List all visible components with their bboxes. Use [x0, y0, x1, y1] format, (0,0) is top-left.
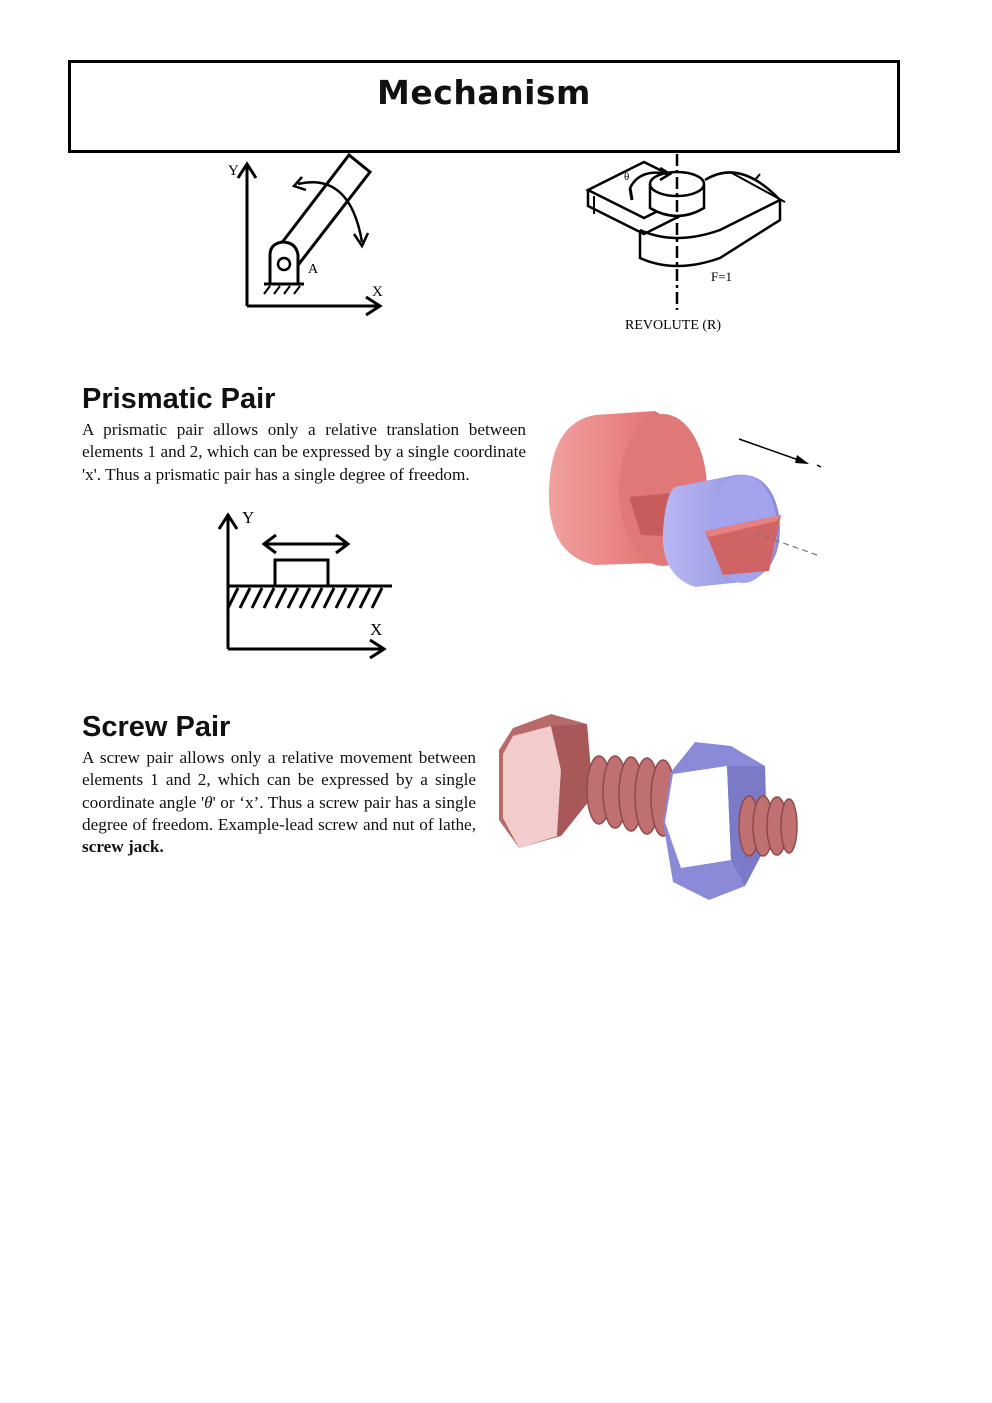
fig2-dof: F=1 [711, 269, 732, 284]
prismatic-axis-y: Y [242, 508, 254, 527]
screw-text-part-1: A screw pair allows only a relative move… [82, 748, 476, 812]
fig1-axis-y: Y [228, 163, 239, 179]
prismatic-axis-x: X [370, 620, 382, 639]
screw-text-part-2: ' or ‘x’. Thus a screw pair has a single… [82, 792, 477, 834]
fig2-theta: θ [624, 171, 629, 183]
title-box: Mechanism [68, 60, 900, 153]
screw-heading: Screw Pair [82, 711, 231, 743]
prismatic-slider-diagram: Y X [217, 508, 392, 660]
prismatic-heading: Prismatic Pair [82, 383, 276, 415]
prismatic-3d-illustration [548, 411, 822, 587]
page-title: Mechanism [377, 73, 591, 112]
screw-jack-bold: screw jack. [82, 837, 164, 857]
revolute-link-diagram: Y X A [228, 152, 383, 317]
screw-theta: θ [204, 792, 213, 812]
fig1-axis-x: X [372, 284, 383, 300]
prismatic-description: A prismatic pair allows only a relative … [82, 420, 526, 484]
screw-description: A screw pair allows only a relative move… [82, 747, 476, 858]
screw-3d-illustration [499, 714, 798, 900]
fig1-point-a: A [308, 262, 319, 277]
fig2-caption: REVOLUTE (R) [625, 318, 721, 333]
revolute-joint-diagram: θ F=1 REVOLUTE (R) [585, 154, 786, 333]
